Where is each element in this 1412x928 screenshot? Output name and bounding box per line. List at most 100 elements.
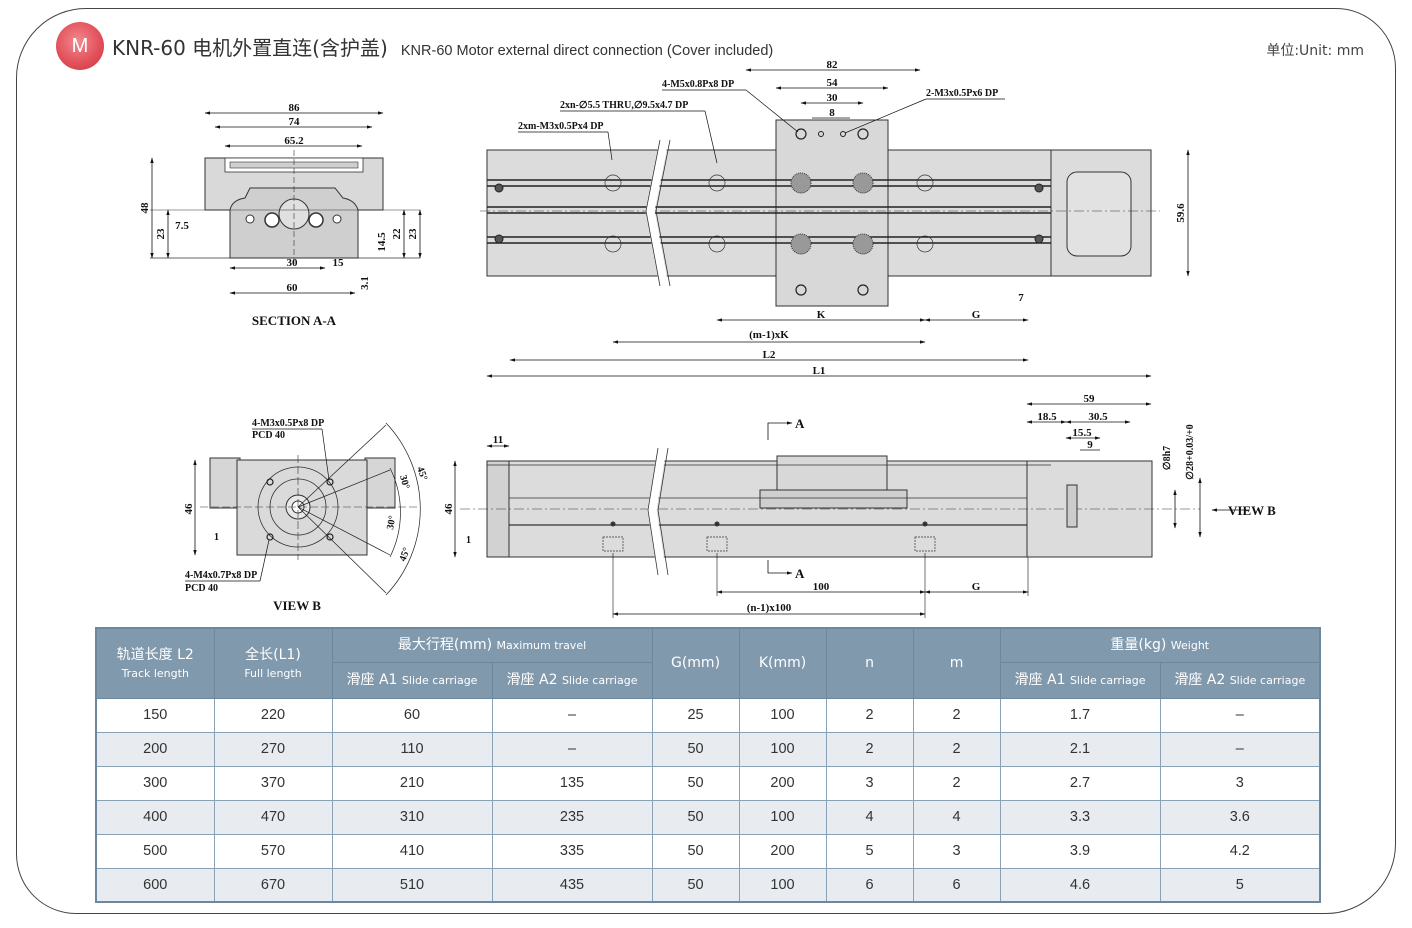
dim-g: G bbox=[972, 309, 981, 321]
cell-n: 2 bbox=[825, 697, 914, 733]
cell-g: 50 bbox=[651, 731, 740, 767]
technical-drawing: 86 74 65.2 48 23 7.5 14.5 22 23 30 15 60… bbox=[139, 59, 1276, 618]
header-k: K(mm) bbox=[738, 627, 827, 699]
callout-thru: 2xn-∅5.5 THRU,∅9.5x4.7 DP bbox=[560, 100, 688, 111]
cell-g: 25 bbox=[651, 697, 740, 733]
cell-travel-a1: 310 bbox=[331, 799, 493, 835]
dim-d28: ∅28+0.03/+0 bbox=[1185, 424, 1196, 479]
cell-l2: 600 bbox=[95, 867, 215, 903]
cell-weight-a1: 3.3 bbox=[999, 799, 1161, 835]
view-b-arrow-label: VIEW B bbox=[1228, 503, 1276, 518]
callout-m5: 4-M5x0.8Px8 DP bbox=[662, 79, 734, 90]
dim-g-side: G bbox=[972, 581, 981, 593]
cell-k: 200 bbox=[738, 833, 827, 869]
cell-weight-a1: 3.9 bbox=[999, 833, 1161, 869]
cell-weight-a2: 5 bbox=[1159, 867, 1321, 903]
section-mark-a-top: A bbox=[795, 416, 805, 431]
header-weight-zh: 重量(kg) bbox=[1110, 636, 1167, 653]
callout-m3-4dp: 2xm-M3x0.5Px4 DP bbox=[518, 121, 604, 132]
callout-m3-6dp: 2-M3x0.5Px6 DP bbox=[926, 88, 998, 99]
header-travel-a1-zh: 滑座 A1 bbox=[346, 671, 398, 688]
dim-m-1-k: (m-1)xK bbox=[749, 329, 789, 341]
cell-l2: 150 bbox=[95, 697, 215, 733]
dim-1-side: 1 bbox=[466, 535, 471, 546]
cell-weight-a2: 3.6 bbox=[1159, 799, 1321, 835]
cell-n: 4 bbox=[825, 799, 914, 835]
dim-1: 1 bbox=[214, 532, 219, 543]
section-mark-a-bottom: A bbox=[795, 566, 805, 581]
header-full-length: 全长(L1) Full length bbox=[213, 627, 333, 699]
cell-l1: 670 bbox=[213, 867, 333, 903]
header-weight-a2-zh: 滑座 A2 bbox=[1174, 671, 1226, 688]
side-view-drawing: A A 11 46 1 59 18.5 30.5 15.5 9 ∅8h7 ∅28… bbox=[443, 393, 1276, 618]
cell-k: 100 bbox=[738, 799, 827, 835]
cell-k: 100 bbox=[738, 731, 827, 767]
cell-m: 2 bbox=[912, 765, 1001, 801]
dim-23-left: 23 bbox=[155, 228, 167, 240]
dim-74: 74 bbox=[289, 116, 301, 128]
dim-48: 48 bbox=[139, 202, 151, 214]
top-view-drawing: 82 54 30 8 59.6 7 K G (m-1)xK L2 L1 4-M5… bbox=[480, 59, 1190, 378]
cell-m: 4 bbox=[912, 799, 1001, 835]
header-weight: 重量(kg) Weight bbox=[999, 627, 1321, 663]
cell-m: 2 bbox=[912, 731, 1001, 767]
cell-l1: 370 bbox=[213, 765, 333, 801]
cell-travel-a2: – bbox=[491, 731, 653, 767]
cell-travel-a1: 210 bbox=[331, 765, 493, 801]
dim-8: 8 bbox=[829, 107, 835, 119]
unit-label: 单位:Unit: mm bbox=[1266, 43, 1364, 59]
series-badge: M bbox=[56, 22, 104, 70]
page-frame bbox=[16, 8, 1396, 914]
dim-54: 54 bbox=[827, 77, 839, 89]
cell-weight-a1: 4.6 bbox=[999, 867, 1161, 903]
dim-18-5: 18.5 bbox=[1037, 411, 1057, 423]
dim-59: 59 bbox=[1084, 393, 1096, 405]
dim-22: 22 bbox=[391, 228, 403, 240]
dim-30: 30 bbox=[827, 92, 839, 104]
dim-3-1: 3.1 bbox=[359, 276, 371, 290]
header-max-travel-zh: 最大行程(mm) bbox=[397, 636, 493, 653]
cell-m: 6 bbox=[912, 867, 1001, 903]
callout-m3-8dp: 4-M3x0.5Px8 DP bbox=[252, 418, 324, 429]
cell-l1: 270 bbox=[213, 731, 333, 767]
dim-23-right: 23 bbox=[407, 228, 419, 240]
cell-m: 2 bbox=[912, 697, 1001, 733]
cell-l1: 470 bbox=[213, 799, 333, 835]
cell-n: 2 bbox=[825, 731, 914, 767]
header-weight-a1: 滑座 A1 Slide carriage bbox=[999, 661, 1161, 699]
cell-travel-a2: 435 bbox=[491, 867, 653, 903]
dim-l2: L2 bbox=[763, 349, 776, 361]
callout-pcd40-top: PCD 40 bbox=[252, 430, 285, 441]
cell-g: 50 bbox=[651, 799, 740, 835]
page-title: KNR-60 电机外置直连(含护盖) KNR-60 Motor external… bbox=[112, 32, 773, 61]
cell-weight-a2: 4.2 bbox=[1159, 833, 1321, 869]
dim-30: 30 bbox=[287, 257, 299, 269]
cell-l2: 300 bbox=[95, 765, 215, 801]
title-zh: KNR-60 电机外置直连(含护盖) bbox=[112, 36, 388, 60]
header-weight-a1-zh: 滑座 A1 bbox=[1014, 671, 1066, 688]
dim-k: K bbox=[817, 309, 826, 321]
cell-l1: 220 bbox=[213, 697, 333, 733]
header-full-length-en: Full length bbox=[244, 666, 302, 680]
dim-14-5: 14.5 bbox=[376, 232, 388, 252]
cell-travel-a1: 510 bbox=[331, 867, 493, 903]
cell-travel-a2: 335 bbox=[491, 833, 653, 869]
header-g: G(mm) bbox=[651, 627, 740, 699]
dim-7: 7 bbox=[1018, 292, 1024, 304]
dim-30-5: 30.5 bbox=[1088, 411, 1108, 423]
dim-11: 11 bbox=[493, 434, 503, 446]
cell-l2: 500 bbox=[95, 833, 215, 869]
dim-59-6: 59.6 bbox=[1175, 203, 1187, 223]
header-weight-a1-en: Slide carriage bbox=[1069, 673, 1146, 687]
section-aa-label: SECTION A-A bbox=[252, 313, 337, 328]
dim-angle-30-top: 30° bbox=[397, 474, 411, 490]
dim-l1: L1 bbox=[813, 365, 826, 377]
cell-g: 50 bbox=[651, 765, 740, 801]
view-b-label: VIEW B bbox=[273, 598, 321, 613]
dim-15-5: 15.5 bbox=[1072, 427, 1092, 439]
